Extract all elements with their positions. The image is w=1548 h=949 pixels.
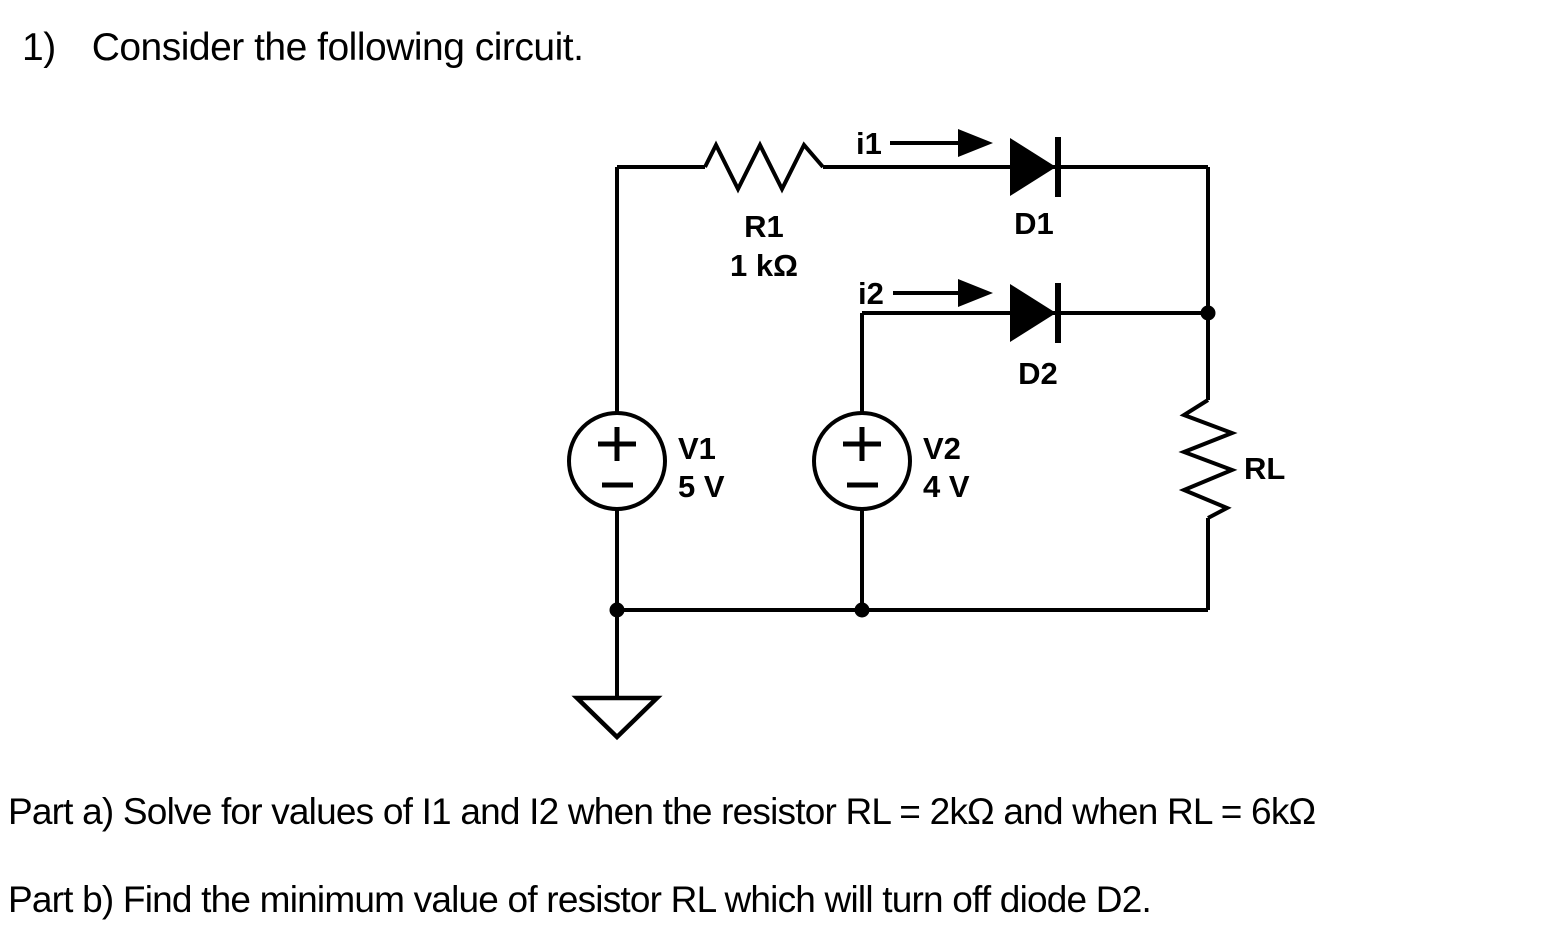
current-arrow-i1 [890, 129, 993, 157]
plus-icon [843, 427, 881, 461]
voltage-source-v2-value: 4 V [923, 469, 970, 504]
voltage-source-v1-label: V1 [678, 431, 716, 466]
problem-number: 1) [22, 26, 56, 69]
junction-dot [1200, 305, 1216, 321]
circuit-diagram: R1 1 kΩ i1 D1 i2 D2 V1 5 V V2 4 V [567, 126, 1285, 741]
resistor-rl-label: RL [1244, 451, 1285, 486]
junction-dot [854, 602, 870, 618]
ground-icon [571, 610, 663, 741]
resistor-r1-label: R1 [744, 209, 784, 244]
plus-icon [598, 427, 636, 461]
diode-d2-symbol [1010, 283, 1061, 343]
resistor-r1-symbol [703, 140, 825, 194]
voltage-source-v1-value: 5 V [678, 469, 725, 504]
diode-d1-symbol [1010, 137, 1061, 197]
current-label-i2: i2 [858, 276, 884, 311]
resistor-r1-value: 1 kΩ [730, 248, 798, 283]
problem-title: 1) Consider the following circuit. [22, 26, 584, 70]
question-part-b: Part b) Find the minimum value of resist… [8, 879, 1152, 920]
problem-title-text: Consider the following circuit. [91, 26, 584, 69]
current-label-i1: i1 [856, 126, 882, 161]
diode-d1-label: D1 [1014, 206, 1054, 241]
voltage-source-v1-symbol [567, 411, 667, 511]
current-arrow-i2 [893, 279, 993, 307]
resistor-rl-symbol [1178, 398, 1238, 520]
voltage-source-v2-symbol [812, 411, 912, 511]
voltage-source-v2-label: V2 [923, 431, 961, 466]
question-part-a: Part a) Solve for values of I1 and I2 wh… [8, 791, 1316, 832]
diode-d2-label: D2 [1018, 356, 1058, 391]
